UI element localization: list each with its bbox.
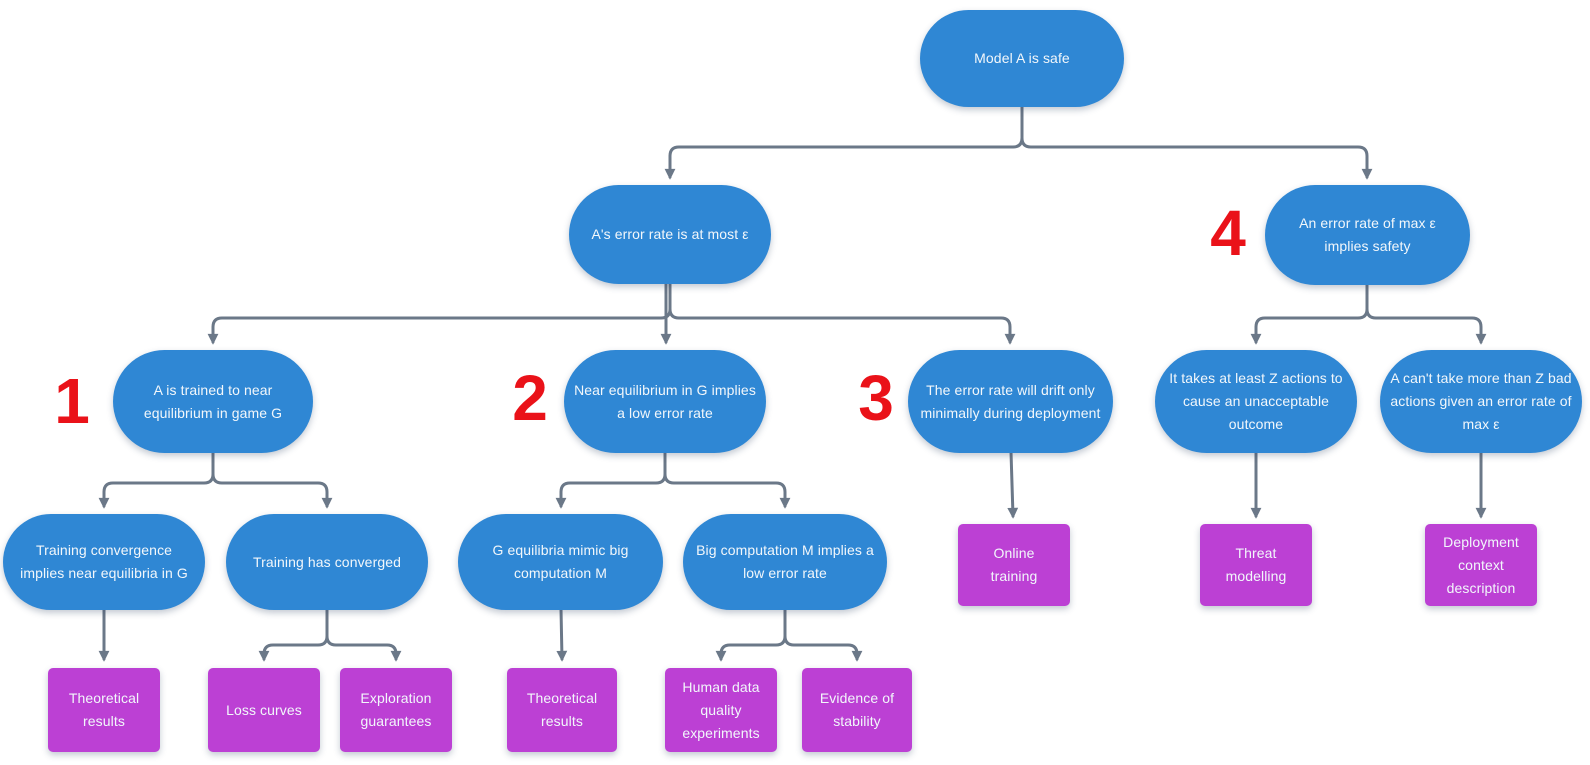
claim-node-g-equilibria-mimic-computation: G equilibria mimic big computation M (458, 514, 663, 610)
evidence-node-theoretical-results-left: Theoretical results (48, 668, 160, 752)
node-label: It takes at least Z actions to cause an … (1169, 370, 1343, 432)
step-number-1: 1 (54, 365, 90, 437)
evidence-node-human-data-quality-experiments: Human data quality experiments (665, 668, 777, 752)
node-label: Theoretical results (68, 690, 140, 729)
claim-node-error-rate-drift-minimal: The error rate will drift only minimally… (908, 350, 1113, 453)
claim-node-near-equilibrium-implies-low-error: Near equilibrium in G implies a low erro… (564, 350, 766, 453)
claim-node-training-has-converged: Training has converged (226, 514, 428, 610)
connector-edge (325, 607, 402, 662)
node-label: Training has converged (253, 553, 401, 570)
connector-edge (715, 607, 787, 662)
node-label: G equilibria mimic big computation M (492, 542, 629, 581)
node-label: A is trained to near equilibrium in game… (143, 381, 283, 421)
evidence-node-exploration-guarantees: Exploration guarantees (340, 668, 452, 752)
connector-edge (1365, 282, 1487, 345)
connector-edge (207, 281, 672, 345)
claim-node-epsilon-implies-safety: An error rate of max ε implies safety (1265, 185, 1470, 285)
node-label: An error rate of max ε implies safety (1299, 215, 1436, 254)
node-label: Loss curves (226, 701, 302, 718)
connector-edge (668, 281, 1016, 345)
connector-edge (98, 450, 215, 509)
node-label: Threat modelling (1225, 545, 1287, 584)
connector-edge (783, 607, 863, 662)
node-label: The error rate will drift only minimally… (920, 381, 1101, 421)
step-number-3: 3 (858, 362, 894, 434)
node-label: Theoretical results (526, 690, 598, 729)
node-label: Human data quality experiments (682, 678, 760, 741)
connector-edge (555, 450, 667, 509)
evidence-node-online-training: Online training (958, 524, 1070, 606)
node-label: Near equilibrium in G implies a low erro… (574, 381, 756, 421)
evidence-node-deployment-context-description: Deployment context description (1425, 524, 1537, 606)
connector-edge (211, 450, 333, 509)
connector-edge (663, 450, 791, 509)
evidence-node-evidence-of-stability: Evidence of stability (802, 668, 912, 752)
step-number-4: 4 (1210, 197, 1246, 269)
edges-group (98, 105, 1487, 662)
claim-node-convergence-implies-equilibria: Training convergence implies near equili… (3, 514, 205, 610)
node-label: Training convergence implies near equili… (20, 542, 188, 581)
node-label: Online training (990, 545, 1038, 584)
claim-node-model-a-is-safe: Model A is safe (920, 10, 1124, 107)
node-label: Big computation M implies a low error ra… (696, 542, 874, 581)
connector-edge (664, 105, 1024, 180)
claim-node-computation-implies-low-error: Big computation M implies a low error ra… (683, 514, 887, 610)
evidence-node-theoretical-results-mid: Theoretical results (507, 668, 617, 752)
claim-node-trained-to-near-equilibrium: A is trained to near equilibrium in game… (113, 350, 313, 453)
node-label: Exploration guarantees (360, 690, 432, 729)
connector-edge (556, 607, 568, 662)
claim-node-cant-take-z-bad-actions: A can't take more than Z bad actions giv… (1380, 350, 1582, 453)
node-label: Evidence of stability (819, 690, 895, 729)
evidence-node-threat-modelling: Threat modelling (1200, 524, 1312, 606)
connector-edge (1020, 105, 1373, 180)
connector-edge (258, 607, 329, 662)
connector-edge (1007, 450, 1019, 519)
node-label: A's error rate is at most ε (591, 226, 749, 242)
evidence-node-loss-curves: Loss curves (208, 668, 320, 752)
claim-node-z-actions-unacceptable-outcome: It takes at least Z actions to cause an … (1155, 350, 1357, 453)
claim-node-error-rate-at-most-epsilon: A's error rate is at most ε (569, 185, 771, 284)
step-number-2: 2 (512, 362, 548, 434)
node-label: Model A is safe (974, 50, 1070, 66)
connector-edge (1250, 282, 1369, 345)
node-label: Deployment context description (1443, 533, 1519, 596)
node-label: A can't take more than Z bad actions giv… (1390, 370, 1572, 432)
